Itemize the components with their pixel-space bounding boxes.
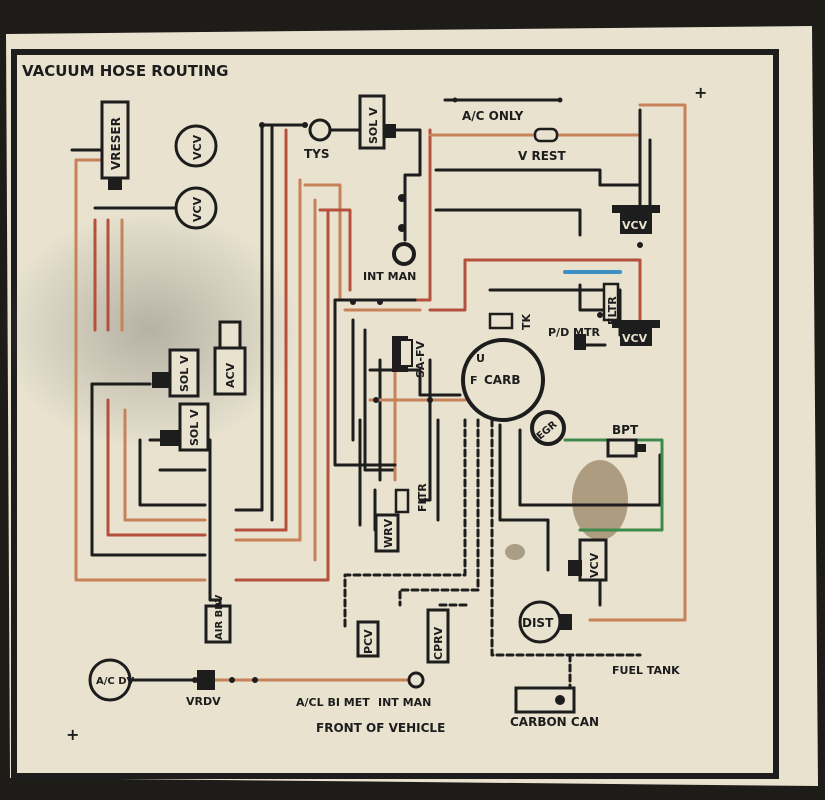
fuel-tank-label: FUEL TANK — [612, 664, 680, 677]
int-man-mid-label: INT MAN — [363, 270, 416, 283]
decal-border — [11, 49, 779, 779]
plus-mark-bottom-left: + — [66, 725, 79, 744]
wrv-valve — [374, 513, 400, 553]
sa-fv-label: SA-FV — [414, 340, 427, 378]
vcv-right-2-label: VCV — [622, 332, 648, 345]
bpt-transducer — [606, 438, 646, 458]
int-man-bottom-label: INT MAN — [378, 696, 431, 709]
tk-label: TK — [520, 313, 533, 330]
diagram-title: VACUUM HOSE ROUTING — [22, 62, 228, 80]
pd-mtr-label: P/D MTR — [548, 326, 600, 339]
acv-label: ACV — [224, 362, 237, 388]
carb-f-label: F — [470, 374, 478, 387]
bpt-label: BPT — [612, 423, 639, 437]
distributor — [518, 600, 572, 644]
vrdv-label: VRDV — [186, 695, 221, 708]
int-man-port — [392, 242, 416, 266]
sol-v-left-1-label: SOL V — [178, 355, 191, 392]
dirt-spot — [505, 544, 525, 560]
vreser-reservoir — [100, 100, 130, 190]
fltr-mid-label: FLTR — [416, 483, 429, 512]
front-of-vehicle-label: FRONT OF VEHICLE — [316, 721, 445, 735]
sa-fv-valve — [392, 336, 413, 372]
carbon-can-label: CARBON CAN — [510, 715, 599, 729]
int-man-bottom-port — [407, 671, 425, 689]
sol-v-top — [358, 94, 386, 150]
ac-dv-label: A/C DV — [96, 676, 135, 687]
sol-v-top-label: SOL V — [367, 107, 380, 144]
vcv-right-lower — [612, 320, 660, 346]
vcv-lower-label: VCV — [588, 552, 601, 578]
filter-middle — [394, 488, 410, 514]
pcv-label: PCV — [362, 629, 375, 654]
air-bpv — [204, 604, 232, 644]
sol-v-left-lower — [160, 402, 210, 452]
vrdv-valve — [197, 670, 215, 690]
vcv-valve-b — [174, 186, 218, 230]
hose-lines — [70, 97, 687, 692]
carburetor — [461, 338, 545, 422]
vcv-right-1-label: VCV — [622, 219, 648, 232]
vcv-lower — [568, 538, 608, 582]
carbon-canister — [514, 686, 576, 714]
air-bpv-label: AIR BPV — [214, 594, 225, 640]
ac-only-label: A/C ONLY — [462, 109, 524, 123]
shadow-stain — [0, 210, 300, 450]
pcv-valve — [356, 620, 380, 658]
plus-mark-top-right: + — [694, 83, 707, 102]
v-rest-fitting — [533, 127, 559, 143]
cprv-label: CPRV — [432, 626, 445, 660]
dist-label: DIST — [522, 616, 554, 630]
carb-label: CARB — [484, 373, 520, 387]
cprv-valve — [426, 608, 450, 664]
filter-right — [602, 282, 620, 322]
components — [88, 94, 660, 714]
pd-motor — [574, 334, 586, 350]
tk-tank — [488, 312, 514, 330]
vcv-b-label: VCV — [191, 196, 204, 222]
sol-v-left-2-label: SOL V — [188, 409, 201, 446]
wrv-label: WRV — [382, 518, 395, 548]
fltr-right-label: FLTR — [606, 296, 619, 325]
vcv-valve-a — [174, 124, 218, 168]
egr-valve — [530, 410, 566, 446]
ac-bi-met-label: A/CL BI MET — [296, 696, 370, 709]
acv-valve — [213, 320, 247, 396]
dirt-stain — [572, 460, 628, 540]
vcv-a-label: VCV — [191, 134, 204, 160]
ac-dv-valve — [88, 658, 132, 702]
v-rest-label: V REST — [518, 149, 567, 163]
vreser-label: VRESER — [109, 117, 123, 170]
tys-label: TYS — [304, 147, 330, 161]
carb-u-label: U — [476, 352, 485, 365]
labels: VACUUM HOSE ROUTING VRESER VCV VCV TYS S… — [22, 62, 680, 735]
tys-sensor — [308, 118, 332, 142]
sol-v-left-upper — [152, 348, 200, 398]
vcv-right-upper — [612, 205, 660, 234]
